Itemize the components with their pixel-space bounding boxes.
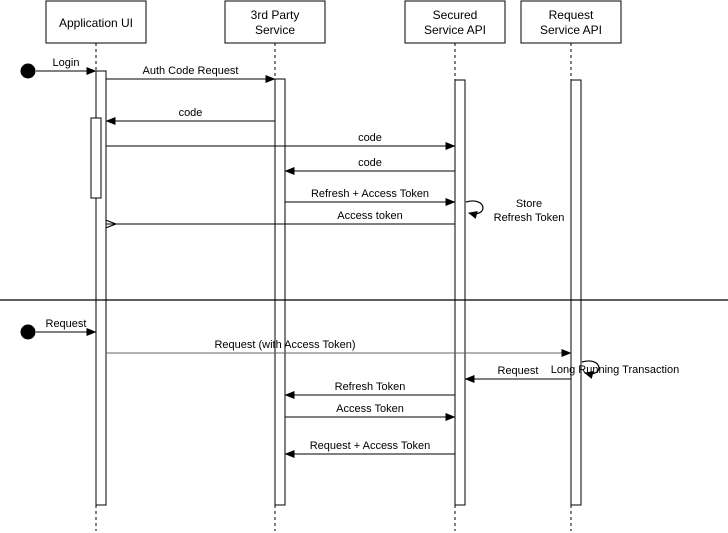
message-m10: Request <box>464 365 571 383</box>
participant-box-secured-api[interactable] <box>404 0 506 44</box>
message-m11: Refresh Token <box>284 381 455 399</box>
participant-label-line2-secured-api: Service API <box>424 23 486 37</box>
message-m6: Refresh + Access Token <box>285 188 456 206</box>
activation-bar-third-party <box>274 78 286 506</box>
self-label-line1-s1: Store <box>516 198 542 210</box>
participant-box-third-party[interactable] <box>224 0 326 44</box>
participant-label-line1-third-party: 3rd Party <box>251 8 300 22</box>
message-label-m1: Login <box>53 57 80 69</box>
message-label-m9: Request (with Access Token) <box>214 339 355 351</box>
message-m8: Request <box>36 318 97 336</box>
self-label-line2-s1: Refresh Token <box>494 212 565 224</box>
message-label-m12: Access Token <box>336 403 404 415</box>
message-label-m4: code <box>358 132 382 144</box>
message-label-m3: code <box>179 107 203 119</box>
message-label-m6: Refresh + Access Token <box>311 188 429 200</box>
lifelines-layer <box>95 43 572 531</box>
participant-label-line2-request-api: Service API <box>540 23 602 37</box>
participant-label-line2-third-party: Service <box>255 23 295 37</box>
self-loop-arrow-s1 <box>465 200 484 219</box>
nested-activation-app-ui <box>90 117 102 199</box>
participant-box-request-api[interactable] <box>520 0 622 44</box>
start-point-sp2 <box>20 324 36 340</box>
activation-bar-request-api <box>570 79 582 506</box>
start-point-sp1 <box>20 63 36 79</box>
activation-bar-app-ui <box>95 70 107 506</box>
message-m7: Access token <box>106 210 455 224</box>
start-points-layer <box>20 63 36 340</box>
message-m2: Auth Code Request <box>106 65 276 83</box>
participant-box-app-ui[interactable] <box>45 0 147 44</box>
message-m13: Request + Access Token <box>284 440 455 458</box>
message-m9: Request (with Access Token) <box>106 339 572 357</box>
self-loop-arrow-s2 <box>581 360 600 379</box>
message-label-m13: Request + Access Token <box>310 440 431 452</box>
message-label-m8: Request <box>46 318 87 330</box>
activations-layer <box>90 70 582 506</box>
participant-app-ui[interactable]: Application UI <box>45 0 147 44</box>
message-label-m2: Auth Code Request <box>142 65 238 77</box>
participant-label-line1-secured-api: Secured <box>433 8 478 22</box>
message-m5: code <box>284 157 455 175</box>
activation-bar-secured-api <box>454 79 466 506</box>
self-message-s2: Long Running Transaction <box>551 360 679 379</box>
message-label-m5: code <box>358 157 382 169</box>
message-m3: code <box>105 107 275 125</box>
message-m12: Access Token <box>285 403 456 421</box>
message-m1: Login <box>36 57 97 75</box>
self-label-line1-s2: Long Running Transaction <box>551 364 679 376</box>
participant-label-line1-request-api: Request <box>549 8 594 22</box>
message-m4: code <box>106 132 456 150</box>
message-label-m11: Refresh Token <box>335 381 406 393</box>
message-label-m7: Access token <box>337 210 402 222</box>
participant-label-line1-app-ui: Application UI <box>59 16 133 30</box>
message-label-m10: Request <box>498 365 539 377</box>
